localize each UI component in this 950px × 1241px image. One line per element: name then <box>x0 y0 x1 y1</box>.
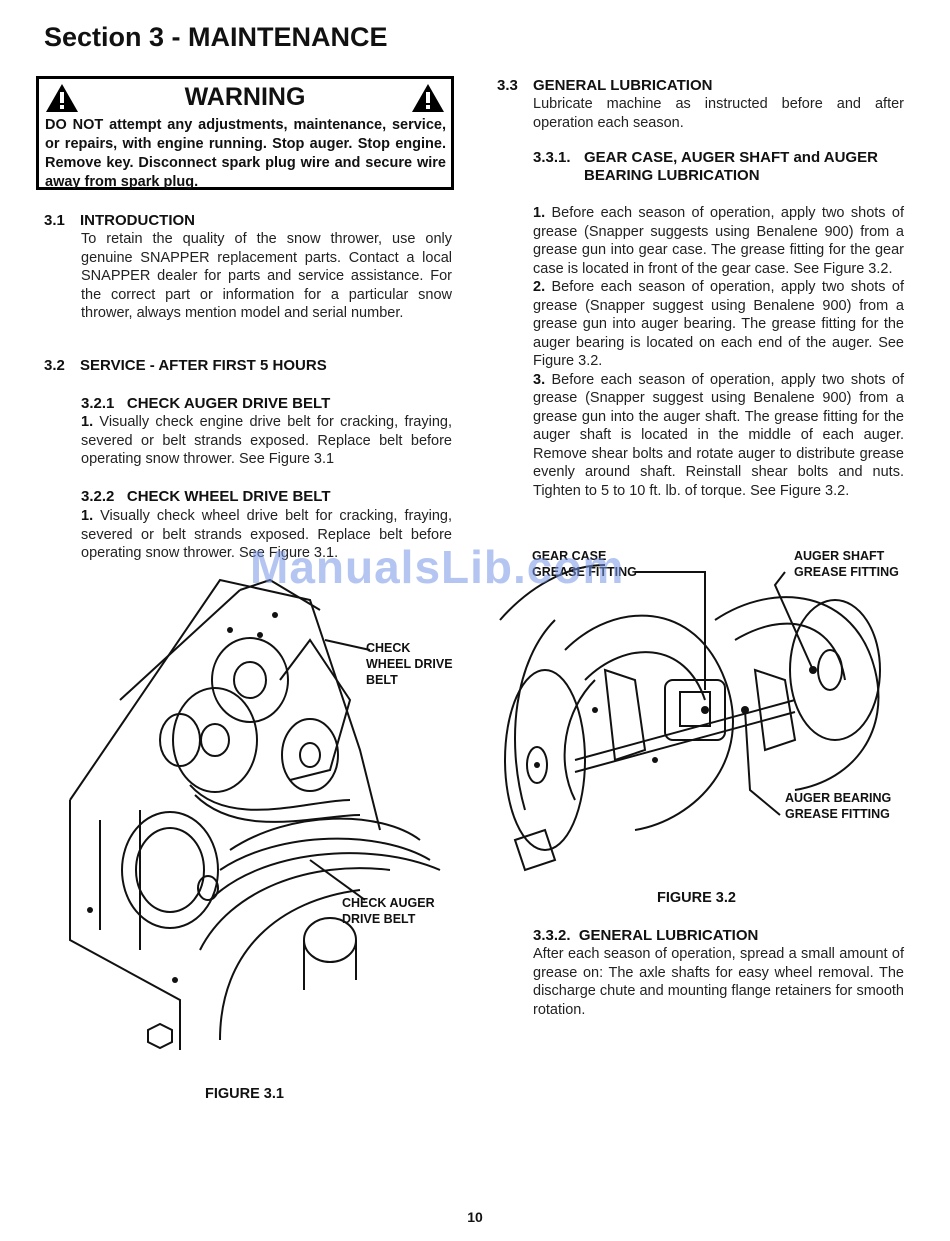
lubrication-intro: Lubricate machine as instructed before a… <box>533 96 904 131</box>
label-check-wheel-drive-belt: CHECK WHEEL DRIVE BELT <box>366 641 453 687</box>
label-auger-bearing-grease-fitting: AUGER BEARING GREASE FITTING <box>785 791 892 821</box>
figure-3-1-caption: FIGURE 3.1 <box>205 1086 284 1102</box>
warning-triangle-icon <box>46 84 78 112</box>
warning-triangle-icon <box>412 84 444 112</box>
step-3: 3. Before each season of operation, appl… <box>533 371 905 499</box>
warning-heading: WARNING <box>184 83 306 111</box>
intro-paragraph: To retain the quality of the snow throwe… <box>81 231 452 321</box>
watermark: ManualsLib.com <box>250 541 625 593</box>
heading-3-2-1: 3.2.1 CHECK AUGER DRIVE BELT <box>81 395 331 412</box>
check-auger-belt-paragraph: 1. Visually check engine drive belt for … <box>81 414 452 467</box>
warning-box: WARNING DO NOT attempt any adjustments, … <box>36 76 454 190</box>
heading-3-2-2: 3.2.2 CHECK WHEEL DRIVE BELT <box>81 488 331 505</box>
warning-text: DO NOT attempt any adjustments, maintena… <box>45 117 446 190</box>
step-2: 2. Before each season of operation, appl… <box>533 279 905 369</box>
general-lubrication-paragraph: After each season of operation, spread a… <box>533 946 904 1018</box>
figure-3-1-illustration <box>69 578 441 1050</box>
figure-3-2-caption: FIGURE 3.2 <box>657 890 736 906</box>
check-wheel-belt-paragraph: 1. Visually check wheel drive belt for c… <box>81 508 453 561</box>
step-1: 1. Before each season of operation, appl… <box>533 205 905 277</box>
label-check-auger-drive-belt: CHECK AUGER DRIVE BELT <box>342 896 435 926</box>
page-number: 10 <box>467 1209 483 1225</box>
heading-3-3-1: 3.3.1.GEAR CASE, AUGER SHAFT and AUGER B… <box>533 149 878 184</box>
gear-case-steps: 1. Before each season of operation, appl… <box>533 204 904 500</box>
label-gear-case-grease-fitting: GEAR CASE GREASE FITTING <box>532 549 637 579</box>
figure-3-2-illustration <box>499 564 881 872</box>
heading-3-3-2: 3.3.2. GENERAL LUBRICATION <box>533 927 759 944</box>
section-title: Section 3 - MAINTENANCE <box>44 22 388 52</box>
label-auger-shaft-grease-fitting: AUGER SHAFT GREASE FITTING <box>794 549 899 579</box>
